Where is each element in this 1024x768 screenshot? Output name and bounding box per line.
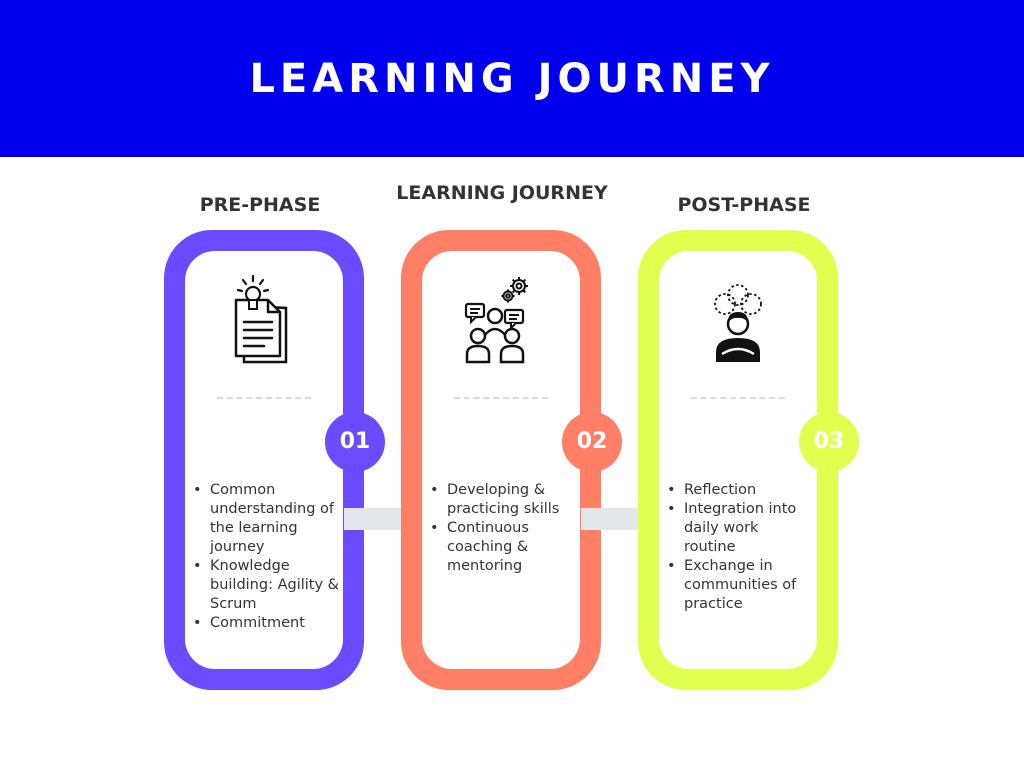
phase-bullet-list: Common understanding of the learning jou… — [190, 481, 340, 633]
title-banner: LEARNING JOURNEY — [0, 0, 1024, 157]
phase-heading-post-phase: POST-PHASE — [677, 194, 811, 216]
team-discussion-gears-icon — [461, 272, 541, 368]
step-number-badge: 03 — [799, 412, 859, 472]
phase-card-learning-journey — [401, 230, 601, 690]
bullet-item: Continuous coaching & mentoring — [427, 519, 577, 576]
bullet-item: Reflection — [664, 481, 814, 500]
divider-dashes — [454, 397, 548, 399]
page-title: LEARNING JOURNEY — [249, 56, 775, 102]
phase-bullet-list: Developing & practicing skills Continuou… — [427, 481, 577, 576]
divider-dashes — [217, 397, 311, 399]
bullet-item: Integration into daily work routine — [664, 500, 814, 557]
phase-heading-learning-journey: LEARNING JOURNEY — [396, 182, 608, 204]
phase-bullet-list: Reflection Integration into daily work r… — [664, 481, 814, 614]
step-number-badge: 01 — [325, 412, 385, 472]
document-lightbulb-icon — [224, 272, 304, 368]
person-thinking-icon — [698, 272, 778, 368]
bullet-item: Knowledge building: Agility & Scrum — [190, 557, 340, 614]
divider-dashes — [691, 397, 785, 399]
bullet-item: Commitment — [190, 614, 340, 633]
bullet-item: Exchange in communities of practice — [664, 557, 814, 614]
bullet-item: Common understanding of the learning jou… — [190, 481, 340, 557]
phase-heading-pre-phase: PRE-PHASE — [199, 194, 321, 216]
step-number-badge: 02 — [562, 412, 622, 472]
bullet-item: Developing & practicing skills — [427, 481, 577, 519]
